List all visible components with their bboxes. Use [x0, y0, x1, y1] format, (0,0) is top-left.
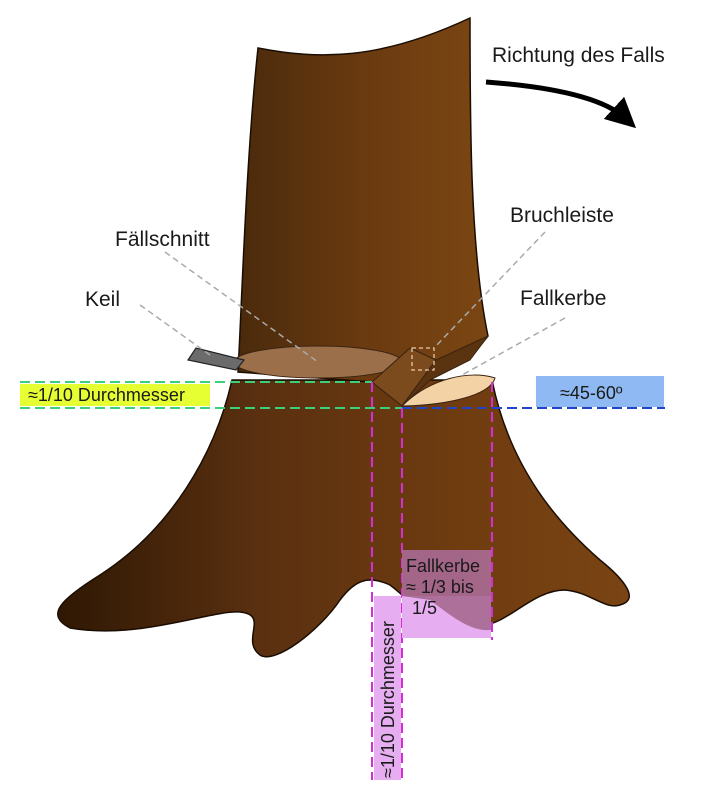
notch-depth-line2: 1/5 [412, 598, 437, 618]
trunk-base [57, 379, 630, 658]
wedge-label: Keil [85, 288, 120, 311]
hinge-marker [411, 347, 435, 371]
notch-depth-box-dark [402, 550, 491, 596]
notch-depth-title: Fallkerbe [406, 556, 480, 576]
wedge [187, 347, 246, 371]
leader-wedge [139, 304, 211, 356]
direction-label: Richtung des Falls [492, 44, 665, 67]
notch-upper-face [401, 335, 489, 407]
direction-arrow [485, 79, 637, 129]
angle-box [536, 376, 664, 407]
notch-lower-face [400, 374, 496, 407]
leader-felling-cut [164, 251, 319, 363]
trunk-upper [237, 16, 489, 383]
notch-depth-line1: ≈ 1/3 bis [406, 577, 474, 597]
notch-depth-box-dark-curve [402, 596, 491, 631]
tenth-diameter-left-box [20, 384, 210, 406]
tenth-diameter-vertical-box [374, 596, 401, 780]
leader-hinge [433, 231, 546, 349]
angle-label: ≈45-60º [560, 383, 623, 403]
felling-cut-label: Fällschnitt [115, 228, 210, 251]
tenth-diameter-left-label: ≈1/10 Durchmesser [28, 385, 185, 405]
tenth-diameter-vertical-label: ≈1/10 Durchmesser [378, 621, 398, 778]
notch-label: Fallkerbe [520, 287, 606, 310]
hinge-label: Bruchleiste [510, 204, 614, 227]
